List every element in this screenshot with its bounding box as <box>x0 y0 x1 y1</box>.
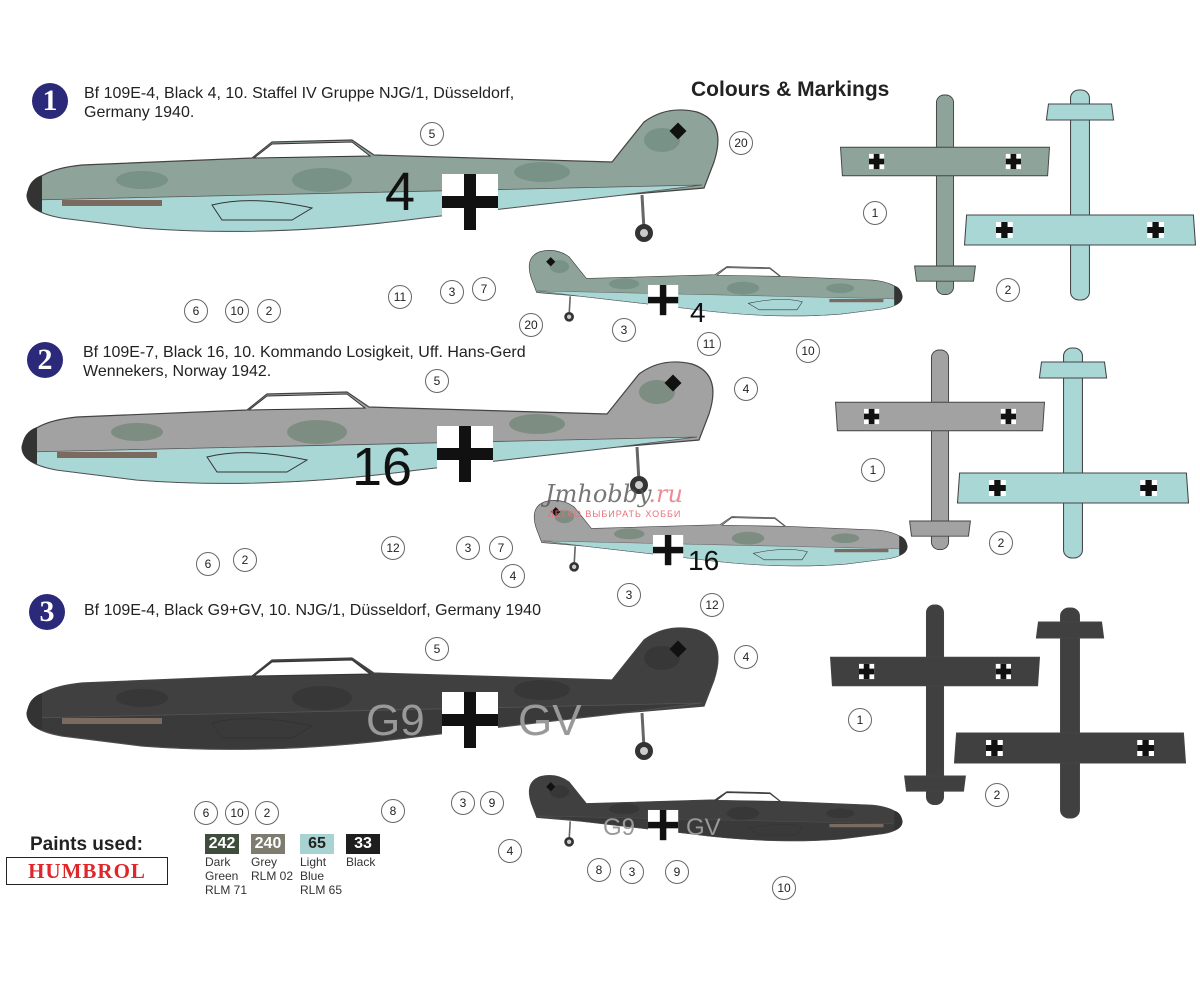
callout: 1 <box>861 458 885 482</box>
callout: 2 <box>996 278 1020 302</box>
callout: 20 <box>519 313 543 337</box>
caption-line: Bf 109E-4, Black 4, 10. Staffel IV Grupp… <box>84 85 515 102</box>
paints-title: Paints used: <box>30 834 143 855</box>
caption-line: Bf 109E-7, Black 16, 10. Kommando Losigk… <box>83 344 526 361</box>
scheme-2-profiles <box>20 347 1190 573</box>
callout: 3 <box>456 536 480 560</box>
scheme-2-badge: 2 <box>27 342 63 378</box>
callout: 11 <box>697 332 721 356</box>
paint-label: RLM 65 <box>300 883 343 897</box>
callout: 6 <box>194 801 218 825</box>
callout: 3 <box>440 280 464 304</box>
code-black-16: 16 <box>352 437 412 497</box>
watermark: Jmhobby.ru <box>545 480 683 508</box>
callout: 2 <box>233 548 257 572</box>
watermark-tagline: ЛЕГКО ВЫБИРАТЬ ХОББИ <box>548 509 682 519</box>
humbrol-logo: HUMBROL <box>6 857 168 885</box>
callout: 1 <box>848 708 872 732</box>
callout: 10 <box>772 876 796 900</box>
caption-line: Germany 1940. <box>84 104 195 121</box>
callout: 10 <box>225 299 249 323</box>
callout: 2 <box>255 801 279 825</box>
scheme-1-badge: 1 <box>32 83 68 119</box>
caption-line: Wennekers, Norway 1942. <box>83 363 272 380</box>
scheme-1-profiles <box>25 89 1197 323</box>
code-black-4-small: 4 <box>690 297 706 328</box>
paint-label: RLM 71 <box>205 883 248 897</box>
callout: 6 <box>196 552 220 576</box>
callout: 5 <box>425 369 449 393</box>
callout: 7 <box>489 536 513 560</box>
paint-label: Black <box>346 855 376 869</box>
paint-label: RLM 02 <box>251 869 294 883</box>
callout: 9 <box>665 860 689 884</box>
callout: 1 <box>863 201 887 225</box>
callout: 3 <box>451 791 475 815</box>
watermark-tld: .ru <box>648 480 683 508</box>
callout: 4 <box>734 645 758 669</box>
callout: 8 <box>381 799 405 823</box>
callout: 5 <box>425 637 449 661</box>
callout: 9 <box>480 791 504 815</box>
code-gv: GV <box>518 696 582 745</box>
callout: 10 <box>225 801 249 825</box>
paint-swatch: 242 <box>205 834 239 854</box>
paint-swatch: 240 <box>251 834 285 854</box>
code-g9-small: G9 <box>603 814 635 841</box>
scheme-3-badge: 3 <box>29 594 65 630</box>
callout: 20 <box>729 131 753 155</box>
callout: 10 <box>796 339 820 363</box>
callout: 4 <box>734 377 758 401</box>
callout: 4 <box>501 564 525 588</box>
watermark-brand: Jmhobby <box>545 480 649 508</box>
paint-label: Blue <box>300 869 325 883</box>
callout: 3 <box>617 583 641 607</box>
callout: 5 <box>420 122 444 146</box>
callout: 2 <box>257 299 281 323</box>
callout: 8 <box>587 858 611 882</box>
paint-label: Grey <box>251 855 278 869</box>
scheme-1-caption: Bf 109E-4, Black 4, 10. Staffel IV Grupp… <box>84 84 514 122</box>
callout: 11 <box>388 285 412 309</box>
code-gv-small: GV <box>686 814 721 841</box>
scheme-2-caption: Bf 109E-7, Black 16, 10. Kommando Losigk… <box>83 343 526 381</box>
callout: 4 <box>498 839 522 863</box>
callout: 6 <box>184 299 208 323</box>
code-g9: G9 <box>366 696 425 745</box>
paint-label: Light <box>300 855 327 869</box>
paint-label: Green <box>205 869 239 883</box>
paint-swatch: 65 <box>300 834 334 854</box>
callout: 3 <box>620 860 644 884</box>
callout: 12 <box>700 593 724 617</box>
paint-label: Dark <box>205 855 231 869</box>
code-black-16-small: 16 <box>688 545 719 576</box>
page-title: Colours & Markings <box>691 78 890 101</box>
callout: 2 <box>985 783 1009 807</box>
callout: 12 <box>381 536 405 560</box>
caption-line: Bf 109E-4, Black G9+GV, 10. NJG/1, Düsse… <box>84 602 541 619</box>
callout: 7 <box>472 277 496 301</box>
paint-swatch: 33 <box>346 834 380 854</box>
callout: 3 <box>612 318 636 342</box>
code-black-4: 4 <box>385 162 415 222</box>
scheme-3-caption: Bf 109E-4, Black G9+GV, 10. NJG/1, Düsse… <box>84 601 541 620</box>
callout: 2 <box>989 531 1013 555</box>
